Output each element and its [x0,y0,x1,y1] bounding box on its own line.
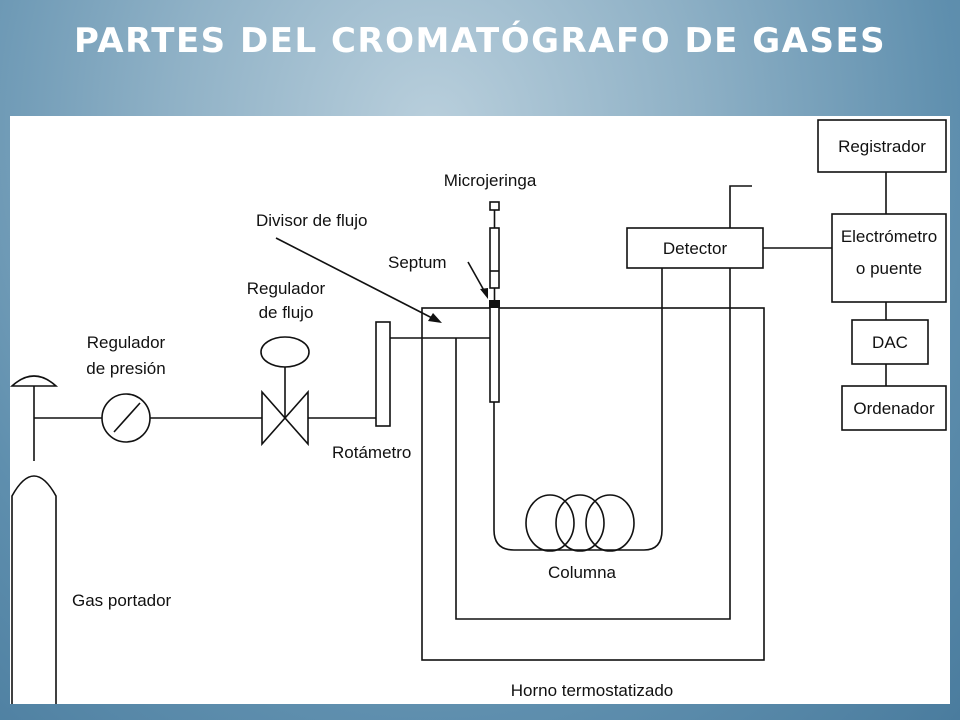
column-tube [493,266,663,551]
label-microjeringa: Microjeringa [444,171,537,190]
septum-block [489,300,500,308]
label-septum: Septum [388,253,447,272]
label-registrador: Registrador [838,137,926,156]
label-detector: Detector [663,239,728,258]
electrometro-box [831,213,947,303]
label-divisor-flujo: Divisor de flujo [256,211,368,230]
oven-outer [421,307,765,661]
label-regulador-flujo-2: de flujo [259,303,314,322]
septum-arrowhead [480,288,488,299]
microsyringe [489,201,500,300]
label-rotametro: Rotámetro [332,443,411,462]
injector-tube [489,305,500,403]
label-horno: Horno termostatizado [511,681,674,700]
divisor-arrow [275,237,437,321]
slide-title: PARTES DEL CROMATÓGRAFO DE GASES [74,21,887,61]
label-dac: DAC [872,333,908,352]
divisor-arrowhead [428,313,442,323]
dac-box [851,319,929,365]
label-ordenador: Ordenador [853,399,935,418]
diagram-panel: Registrador Electrómetro o puente DAC Or… [10,116,950,704]
pressure-gauge [101,393,151,443]
ordenador-box [841,385,947,431]
flow-valve [260,336,310,447]
label-regulador-presion-1: Regulador [87,333,166,352]
oven-inner-line [455,185,752,620]
label-columna: Columna [548,563,617,582]
chromatograph-diagram: Registrador Electrómetro o puente DAC Or… [10,119,947,704]
label-regulador-flujo-1: Regulador [247,279,326,298]
rotameter [375,321,391,427]
registrador-box [817,119,947,173]
label-regulador-presion-2: de presión [86,359,165,378]
column-coil [525,494,635,552]
gas-cylinder [10,375,59,704]
label-gas-portador: Gas portador [72,591,172,610]
label-electrometro-2: o puente [856,259,922,278]
label-electrometro-1: Electrómetro [841,227,937,246]
detector-box [626,227,764,269]
